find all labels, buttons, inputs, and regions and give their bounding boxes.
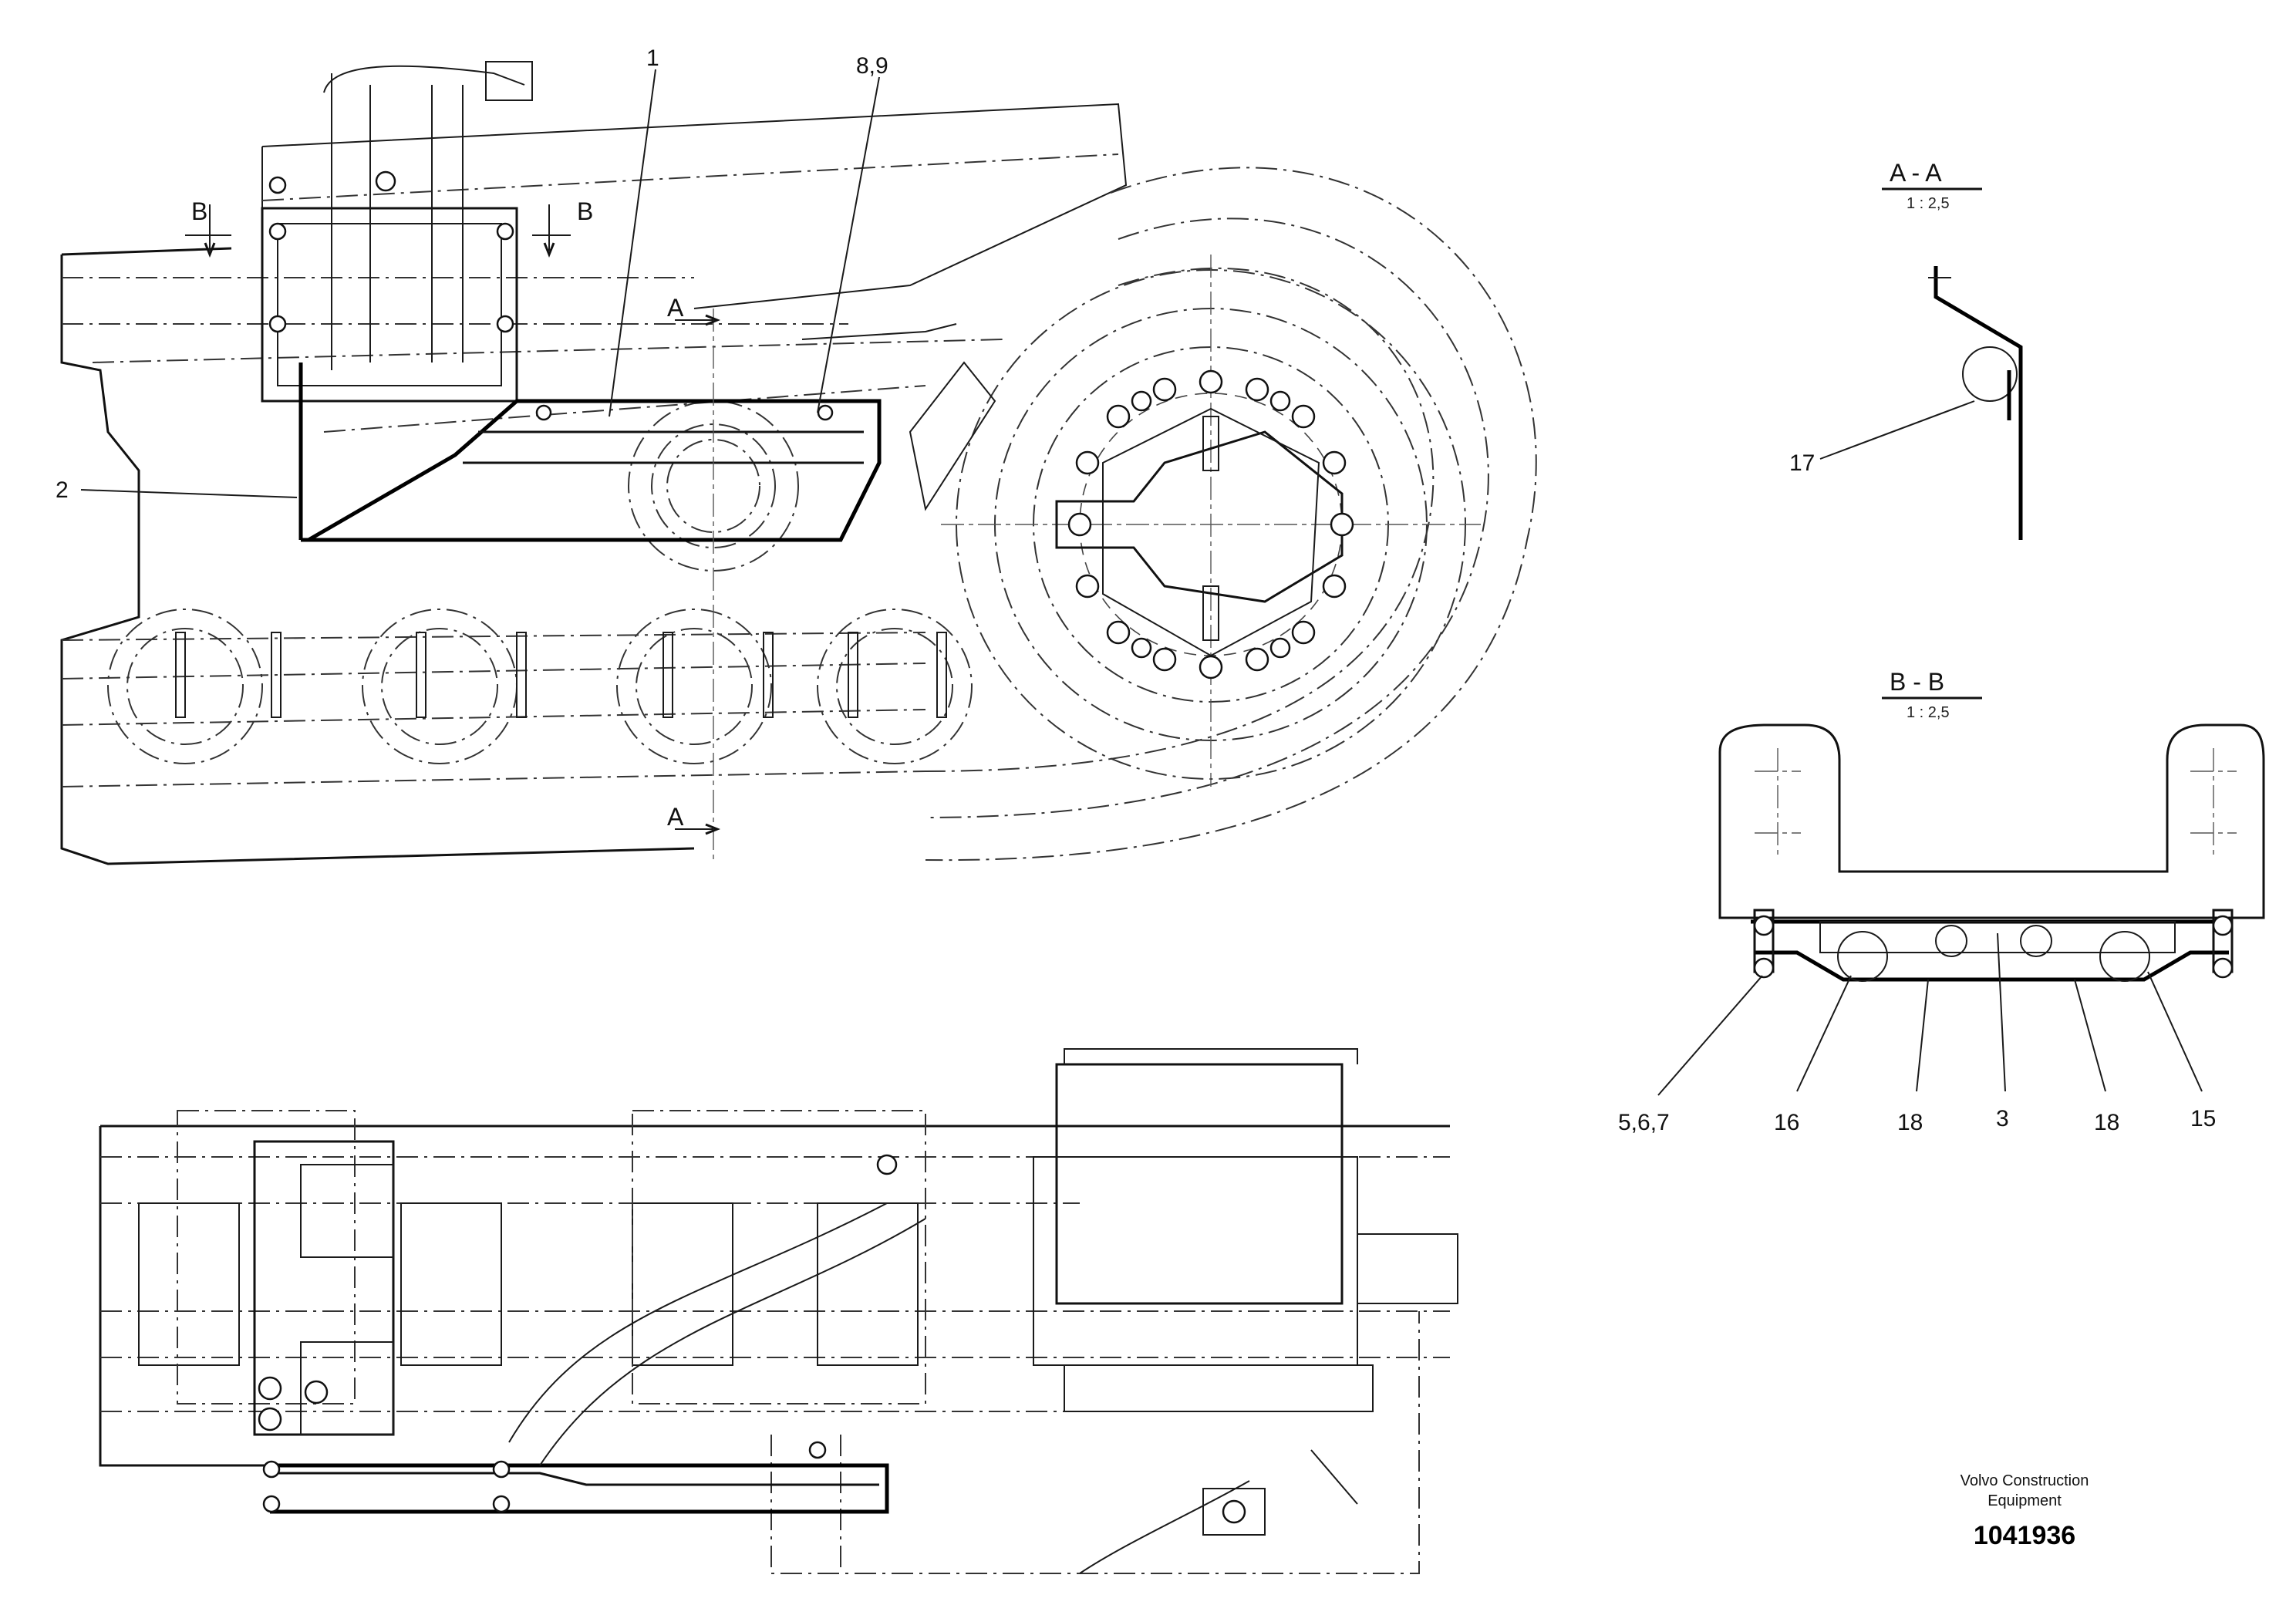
sprocket-bolt-ring (1067, 369, 1354, 679)
section-marker-a-bottom: A (667, 803, 684, 831)
callout-18-left: 18 (1897, 1110, 1923, 1135)
side-view (60, 61, 1537, 865)
section-marker-a-top: A (667, 294, 684, 322)
callout-17: 17 (1789, 450, 1815, 476)
document-number: 1041936 (1974, 1521, 2075, 1550)
callout-18-right: 18 (2094, 1110, 2119, 1135)
track-rollers (107, 400, 973, 764)
roller-bolts (175, 632, 947, 718)
company-name-line2: Equipment (1988, 1492, 2062, 1509)
company-name-line1: Volvo Construction (1961, 1472, 2089, 1489)
section-a-a-title: A - A (1890, 159, 1942, 187)
section-b-b-detail (1657, 696, 2265, 1096)
section-marker-b-left: B (191, 197, 207, 225)
section-a-a-detail (1819, 187, 2023, 540)
callout-15: 15 (2190, 1106, 2216, 1131)
top-view (99, 1048, 1458, 1574)
section-b-b-title: B - B (1890, 668, 1944, 696)
section-b-b-scale: 1 : 2,5 (1907, 704, 1950, 721)
section-a-a-scale: 1 : 2,5 (1907, 195, 1950, 212)
section-marker-b-right: B (577, 197, 593, 225)
callout-16: 16 (1774, 1110, 1799, 1135)
callout-3: 3 (1996, 1106, 2009, 1131)
callout-1: 1 (646, 46, 659, 71)
callout-2: 2 (56, 477, 69, 503)
callout-8-9: 8,9 (856, 53, 888, 79)
callout-leaders (80, 69, 880, 498)
callout-5-6-7: 5,6,7 (1618, 1110, 1670, 1135)
section-markers (185, 204, 721, 835)
